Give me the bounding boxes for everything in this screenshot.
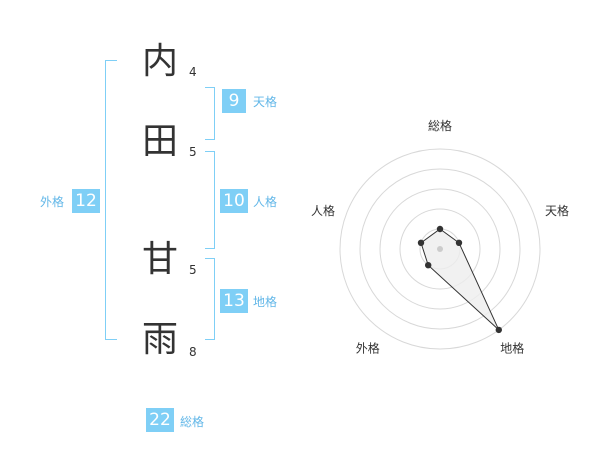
soukaku-label: 総格 (180, 415, 205, 429)
radar-ring-3 (379, 188, 501, 310)
tenkaku-bracket (205, 87, 215, 140)
tenkaku-label: 天格 (253, 95, 278, 109)
name-char-4: 雨 (142, 319, 179, 360)
radar-axis-label-2: 天格 (545, 203, 569, 218)
radar-axis-label-3: 地格 (500, 341, 524, 356)
chikaku-label: 地格 (253, 295, 278, 309)
tenkaku-value-badge: 9 (222, 89, 246, 113)
name-char-3: 甘 (142, 239, 179, 280)
radar-point-4 (425, 262, 432, 269)
stroke-count-3: 5 (189, 263, 197, 277)
jinkaku-value-badge: 10 (220, 189, 248, 213)
chikaku-bracket (205, 258, 215, 340)
radar-ring-2 (399, 208, 481, 290)
radar-axis-label-5: 人格 (311, 203, 335, 218)
stroke-count-2: 5 (189, 145, 197, 159)
chikaku-value-badge: 13 (220, 289, 248, 313)
radar-point-2 (455, 239, 463, 246)
stroke-count-1: 4 (189, 65, 197, 79)
name-char-1: 内 (142, 41, 179, 82)
radar-ring-5 (339, 148, 541, 350)
radar-ring-4 (359, 168, 521, 330)
gaikaku-bracket (105, 60, 117, 340)
radar-axis-label-4: 外格 (356, 341, 380, 356)
stroke-count-4: 8 (189, 345, 197, 359)
gaikaku-label: 外格 (40, 195, 65, 209)
radar-point-1 (436, 225, 444, 233)
radar-axis-label-1: 総格 (428, 118, 452, 133)
soukaku-value-badge: 22 (146, 408, 174, 432)
jinkaku-bracket (205, 151, 215, 249)
gaikaku-value-badge: 12 (72, 189, 100, 213)
radar-point-3 (495, 326, 502, 334)
jinkaku-label: 人格 (253, 195, 278, 209)
name-char-2: 田 (142, 121, 179, 162)
radar-center (437, 246, 443, 252)
radar-point-5 (417, 239, 425, 246)
radar-shape (420, 228, 500, 331)
